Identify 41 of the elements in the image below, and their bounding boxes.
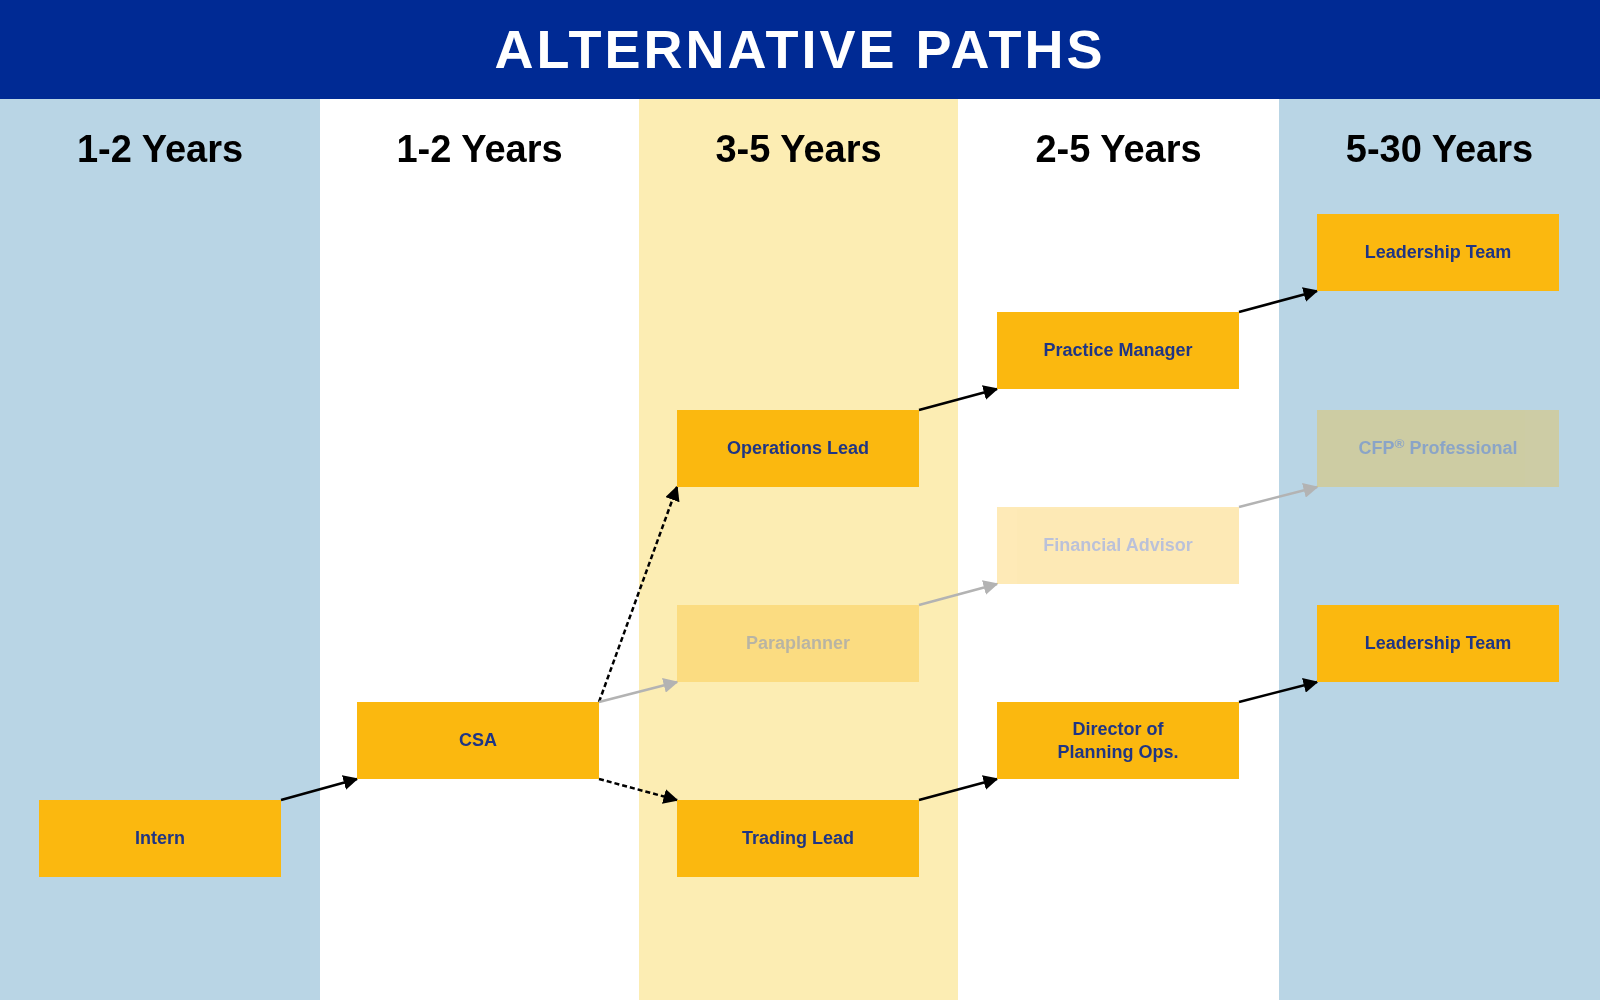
title: ALTERNATIVE PATHS — [494, 18, 1106, 81]
role-label: Leadership Team — [1364, 632, 1512, 655]
column-heading: 1-2 Years — [75, 127, 245, 172]
arrow — [1238, 287, 1319, 314]
role-label: Paraplanner — [745, 632, 850, 655]
role-box — [357, 702, 599, 779]
column-heading: 3-5 Years — [714, 127, 883, 172]
role-box — [1317, 605, 1559, 682]
role-box — [39, 800, 281, 877]
timeline-column — [0, 99, 320, 1000]
column-heading: 5-30 Years — [1344, 127, 1535, 172]
arrow — [598, 777, 679, 804]
role-box — [997, 702, 1239, 779]
arrow — [1238, 678, 1319, 704]
role-box — [1317, 214, 1559, 291]
role-label: CSA — [459, 729, 497, 752]
role-box — [1317, 410, 1559, 487]
role-box — [997, 312, 1239, 389]
timeline-column — [1279, 99, 1600, 1000]
role-box — [677, 605, 919, 682]
role-label: Leadership Team — [1364, 241, 1512, 264]
role-box — [997, 507, 1239, 584]
role-label: Practice Manager — [1043, 339, 1193, 362]
role-label: Director of Planning Ops. — [1056, 718, 1180, 763]
role-label: CFP$^{®}$ Professional — [1358, 437, 1518, 460]
column-heading: 2-5 Years — [1034, 127, 1203, 172]
arrow — [280, 775, 359, 802]
arrow — [918, 385, 999, 412]
role-label: Intern — [135, 827, 185, 850]
arrow — [1238, 483, 1319, 509]
column-heading: 1-2 Years — [395, 127, 564, 172]
role-box — [677, 800, 919, 877]
role-label: Financial Advisor — [1043, 534, 1193, 557]
timeline-column — [639, 99, 958, 1000]
role-label: Trading Lead — [742, 827, 854, 850]
arrow — [598, 678, 679, 704]
arrow — [918, 580, 999, 607]
arrow — [597, 485, 680, 703]
arrow — [918, 775, 999, 802]
role-label: Operations Lead — [727, 437, 869, 460]
role-box — [677, 410, 919, 487]
